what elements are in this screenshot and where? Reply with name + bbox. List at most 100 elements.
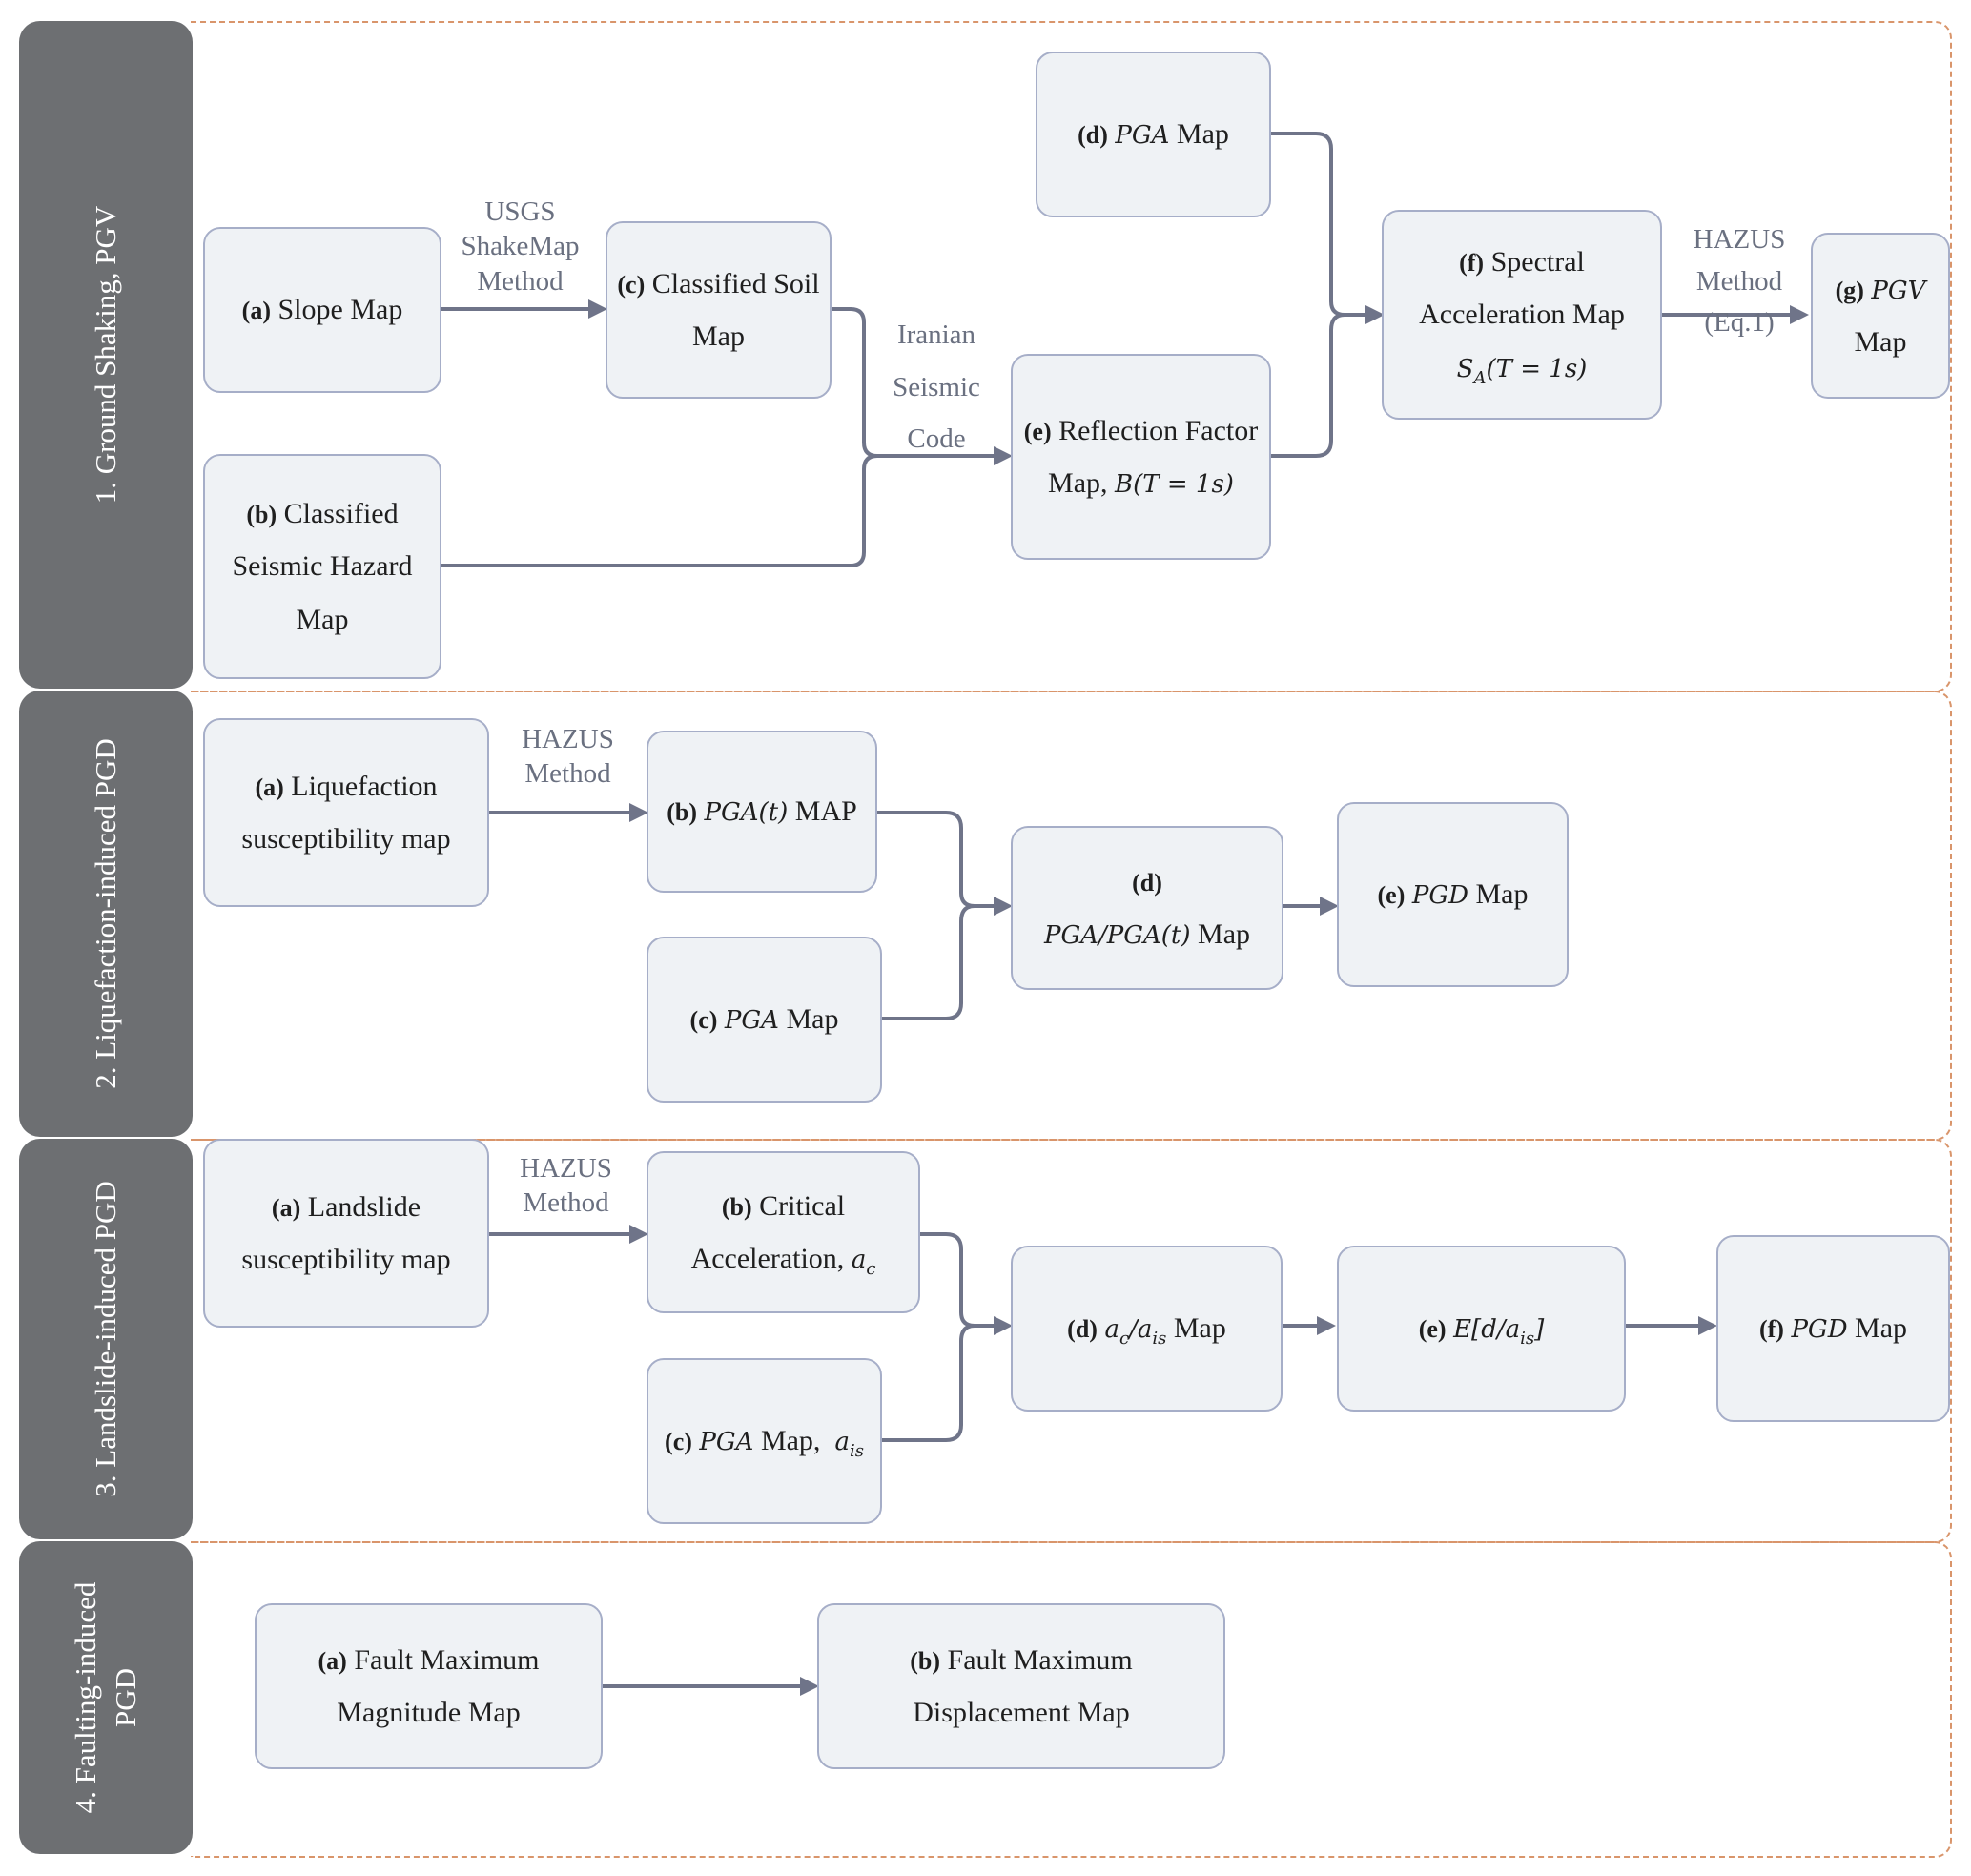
edge-label-line: USGS — [484, 196, 556, 227]
node-label: Spectral — [1490, 245, 1585, 278]
node-math: S — [1456, 354, 1474, 383]
node-label: Map — [786, 1003, 839, 1036]
node-label: susceptibility map — [241, 823, 451, 855]
edge-label-line: Method — [1695, 265, 1783, 297]
node-math-sub: is — [1152, 1329, 1167, 1350]
node-label: Critical — [759, 1189, 846, 1222]
node-s2-c-pga-map: (c) PGA Map — [647, 937, 882, 1103]
node-label: Displacement Map — [913, 1697, 1130, 1728]
section-1-sidebar: 1. Ground Shaking, PGV — [19, 21, 193, 689]
arrow-s2-c-to-d — [882, 904, 975, 1020]
node-s2-e-pgd-map: (e) PGD Map — [1337, 802, 1569, 987]
node-tag: (a) — [318, 1646, 347, 1675]
node-label: Map — [1198, 918, 1251, 950]
node-math: PGA/PGA(t) — [1043, 921, 1191, 950]
edge-label-hazus-method-eq1: HAZUS Method (Eq.1) — [1680, 219, 1798, 344]
section-4-sidebar: 4. Faulting-induced PGD — [19, 1541, 193, 1854]
node-tag: (e) — [1023, 417, 1052, 445]
node-label: Slope Map — [277, 294, 403, 326]
section-3-sidebar: 3. Landslide-induced PGD — [19, 1139, 193, 1539]
edge-label-line: Seismic — [893, 371, 980, 402]
node-math: PGA — [724, 1006, 779, 1036]
node-label: Map — [691, 320, 745, 352]
node-tag: (a) — [241, 297, 271, 325]
edge-label-line: (Eq.1) — [1704, 307, 1775, 338]
node-s2-a-liquefaction-susceptibility-map: (a) Liquefaction susceptibility map — [203, 718, 489, 907]
node-math-sub: A — [1473, 367, 1487, 388]
node-s3-e-expected-displacement: (e) E[d/ais] — [1337, 1246, 1626, 1412]
node-math: E[d/a — [1453, 1315, 1521, 1345]
node-tag: (d) — [1132, 868, 1162, 897]
arrow-s3-c-to-d — [882, 1324, 975, 1442]
edge-label-line: HAZUS — [1693, 224, 1786, 255]
node-label: susceptibility map — [241, 1244, 451, 1275]
node-tag: (b) — [910, 1646, 941, 1675]
node-tag: (c) — [689, 1006, 718, 1035]
edge-label-line: HAZUS — [522, 724, 614, 754]
arrow-s1-b-to-e — [441, 454, 878, 567]
node-label: MAP — [794, 795, 857, 828]
node-tag: (f) — [1758, 1315, 1784, 1344]
node-math: PGD — [1411, 881, 1468, 911]
node-s3-f-pgd-map: (f) PGD Map — [1716, 1235, 1950, 1422]
node-label: Liquefaction — [291, 770, 438, 802]
node-label: Map — [1176, 118, 1229, 151]
node-math: PGA — [1115, 121, 1170, 151]
edge-label-line: Code — [907, 423, 966, 455]
node-label: Map — [1173, 1312, 1226, 1345]
node-s1-d-pga-map: (d) PGA Map — [1036, 52, 1271, 217]
node-math: /a — [1129, 1315, 1153, 1345]
node-tag: (c) — [617, 270, 646, 299]
node-math: a — [1104, 1315, 1119, 1345]
node-tag: (g) — [1835, 276, 1864, 304]
node-label: Acceleration, — [690, 1243, 845, 1274]
node-label: Seismic Hazard — [232, 550, 413, 583]
node-label: Acceleration Map — [1419, 299, 1625, 331]
node-label: Map — [296, 603, 349, 635]
node-tag: (b) — [667, 798, 697, 827]
arrow-s1-d-to-f — [1271, 132, 1385, 324]
node-math: PGA — [699, 1428, 754, 1457]
edge-label-line: Method — [477, 265, 564, 297]
node-tag: (e) — [1418, 1315, 1447, 1344]
node-s2-b-pgat-map: (b) PGA(t) MAP — [647, 731, 877, 893]
node-tag: (f) — [1459, 248, 1485, 277]
node-s2-d-pga-ratio-map: (d) PGA/PGA(t) Map — [1011, 826, 1283, 990]
node-math: a — [834, 1428, 850, 1457]
node-tag: (b) — [721, 1192, 752, 1221]
edge-label-line: Method — [523, 1187, 609, 1219]
node-label: Map — [1475, 878, 1529, 911]
edge-label-line: ShakeMap — [461, 231, 580, 262]
section-2-sidebar: 2. Liquefaction-induced PGD — [19, 691, 193, 1137]
arrow-s3-b-to-d — [920, 1232, 1013, 1335]
node-label: Classified — [283, 497, 399, 529]
node-label: Map, — [760, 1425, 821, 1457]
node-label: Fault Maximum — [947, 1643, 1133, 1676]
node-math-sub: is — [849, 1441, 864, 1462]
node-label: Landslide — [307, 1190, 421, 1223]
node-tag: (d) — [1078, 121, 1108, 150]
section-4-frame — [191, 1541, 1952, 1858]
edge-label-line: Iranian — [896, 320, 976, 350]
node-math-sub: is — [1520, 1329, 1535, 1350]
node-label: Map, — [1048, 467, 1108, 499]
node-s3-d-acceleration-ratio-map: (d) ac/ais Map — [1011, 1246, 1283, 1412]
node-math: PGV — [1871, 276, 1926, 305]
node-label: Map — [1855, 1312, 1908, 1345]
node-label: Reflection Factor — [1058, 414, 1259, 446]
node-s3-c-pga-map: (c) PGA Map, ais — [647, 1358, 882, 1524]
node-s1-a-slope-map: (a) Slope Map — [203, 227, 441, 393]
node-tag: (a) — [255, 773, 284, 801]
node-math-sub: c — [1119, 1329, 1130, 1350]
